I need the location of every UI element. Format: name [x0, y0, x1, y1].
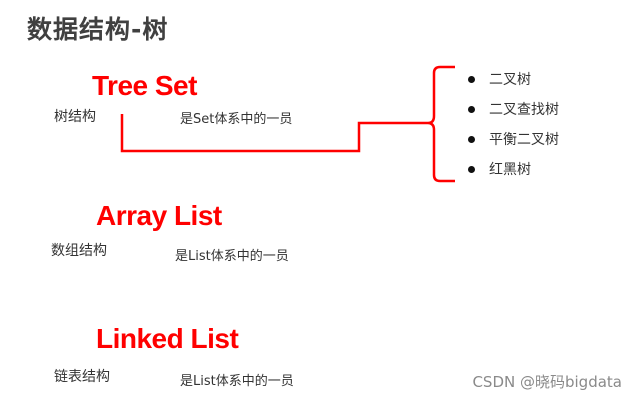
tree-types-list: 二叉树 二叉查找树 平衡二叉树 红黑树: [468, 64, 559, 184]
watermark: CSDN @晓码bigdata: [472, 373, 622, 391]
linkedlist-heading: Linked List: [96, 323, 239, 354]
treeset-heading: Tree Set: [92, 70, 197, 101]
list-item: 二叉查找树: [468, 94, 559, 124]
bullet-icon: [468, 75, 475, 83]
bullet-icon: [468, 105, 475, 113]
treeset-membership-label: 是Set体系中的一员: [180, 112, 293, 127]
linkedlist-structure-label: 链表结构: [54, 369, 110, 385]
linkedlist-membership-label: 是List体系中的一员: [180, 374, 294, 389]
list-item: 平衡二叉树: [468, 124, 559, 154]
arraylist-structure-label: 数组结构: [51, 243, 107, 259]
connector-line: [120, 114, 428, 153]
bullet-icon: [468, 135, 475, 143]
arraylist-membership-label: 是List体系中的一员: [175, 249, 289, 264]
treeset-structure-label: 树结构: [54, 109, 96, 125]
curly-brace-icon: [427, 65, 455, 183]
page-title: 数据结构-树: [27, 15, 169, 44]
list-item: 二叉树: [468, 64, 559, 94]
arraylist-heading: Array List: [96, 200, 222, 231]
bullet-icon: [468, 165, 475, 173]
list-item: 红黑树: [468, 154, 559, 184]
